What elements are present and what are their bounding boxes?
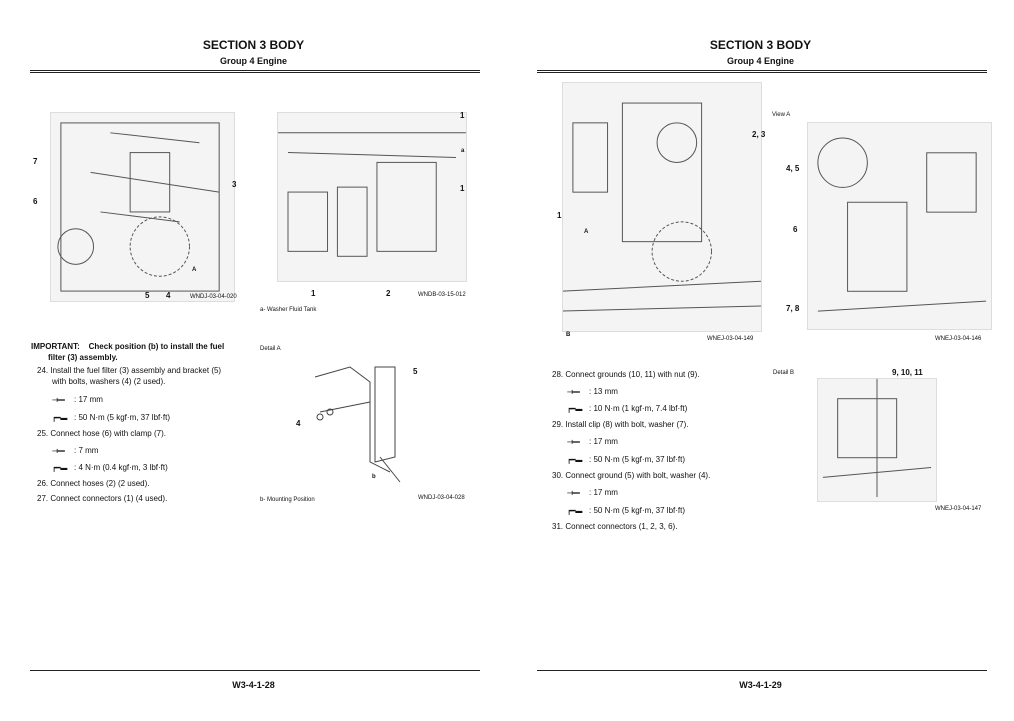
washer-tank-figure <box>277 112 467 282</box>
group-title: Group 4 Engine <box>219 56 287 66</box>
header-rule <box>30 70 480 73</box>
wrench-spec: ⟞━: 7 mm <box>52 446 99 456</box>
right-page: SECTION 3 BODY Group 4 Engine 2, 3 1 A B… <box>507 0 1014 721</box>
callout: 1 <box>460 184 465 193</box>
footer-rule <box>537 670 987 671</box>
callout: 6 <box>793 225 798 234</box>
wrench-icon: ⟞━ <box>567 439 580 446</box>
figure-code: WNEJ-03-04-146 <box>935 336 982 342</box>
figure-title: View A <box>772 112 791 118</box>
figure-title: Detail B <box>773 370 795 376</box>
figure-code: WNEJ-03-04-147 <box>935 506 982 512</box>
group-title: Group 4 Engine <box>726 56 794 66</box>
engine-figure-grounds <box>562 82 762 332</box>
step-24-cont: with bolts, washers (4) (2 used). <box>52 377 166 386</box>
callout: 2 <box>386 289 391 298</box>
page-number: W3-4-1-28 <box>232 680 275 690</box>
torque-spec: ┍━▬: 10 N·m (1 kgf·m, 7.4 lbf·ft) <box>567 404 688 414</box>
callout: 7 <box>33 157 38 166</box>
step-24: 24. Install the fuel filter (3) assembly… <box>37 366 222 375</box>
wrench-icon: ⟞━ <box>567 490 580 497</box>
callout: a <box>461 148 465 154</box>
callout: 3 <box>232 180 237 189</box>
torque-spec: ┍━▬: 50 N·m (5 kgf·m, 37 lbf·ft) <box>52 413 171 423</box>
wrench-icon: ⟞━ <box>52 448 65 455</box>
page-number: W3-4-1-29 <box>739 680 782 690</box>
step-30: 30. Connect ground (5) with bolt, washer… <box>552 471 711 480</box>
callout: 4, 5 <box>786 164 800 173</box>
callout: B <box>566 332 571 338</box>
callout: A <box>584 229 589 235</box>
figure-code: WNDB-03-15-012 <box>418 292 466 298</box>
figure-legend: b- Mounting Position <box>260 497 315 503</box>
left-page: SECTION 3 BODY Group 4 Engine 7 6 3 A 5 … <box>30 38 480 690</box>
callout: 1 <box>557 211 562 220</box>
figure-code: WNDJ-03-04-020 <box>190 294 237 300</box>
callout: 2, 3 <box>752 130 766 139</box>
callout: 4 <box>296 419 301 428</box>
torque-wrench-icon: ┍━▬ <box>567 508 583 515</box>
engine-figure-fuel-filter <box>50 112 235 302</box>
callout: 9, 10, 11 <box>892 368 923 377</box>
footer-rule <box>30 670 480 671</box>
figure-legend: a- Washer Fluid Tank <box>260 307 317 313</box>
header-rule <box>537 70 987 73</box>
step-29: 29. Install clip (8) with bolt, washer (… <box>552 420 689 429</box>
callout: 6 <box>33 197 38 206</box>
torque-wrench-icon: ┍━▬ <box>52 465 68 472</box>
callout: 4 <box>166 291 171 300</box>
important-note: IMPORTANT: Check position (b) to install… <box>31 342 225 351</box>
step-26: 26. Connect hoses (2) (2 used). <box>37 479 150 488</box>
section-title: SECTION 3 BODY <box>202 38 305 52</box>
detail-b-figure <box>817 378 937 502</box>
callout: b <box>372 474 376 480</box>
callout: 1 <box>460 111 465 120</box>
mounting-detail-figure <box>300 362 420 487</box>
callout: 7, 8 <box>786 304 800 313</box>
wrench-spec: ⟞━: 17 mm <box>52 395 103 405</box>
wrench-spec: ⟞━: 17 mm <box>567 488 618 498</box>
callout: 1 <box>311 289 316 298</box>
step-27: 27. Connect connectors (1) (4 used). <box>37 494 168 503</box>
callout: A <box>192 267 197 273</box>
view-a-figure <box>807 122 992 330</box>
important-note-cont: filter (3) assembly. <box>48 353 118 362</box>
section-title: SECTION 3 BODY <box>709 38 812 52</box>
step-25: 25. Connect hose (6) with clamp (7). <box>37 429 166 438</box>
torque-spec: ┍━▬: 50 N·m (5 kgf·m, 37 lbf·ft) <box>567 506 686 516</box>
wrench-icon: ⟞━ <box>52 397 65 404</box>
figure-code: WNDJ-03-04-028 <box>418 495 465 501</box>
figure-title: Detail A <box>260 346 281 352</box>
torque-wrench-icon: ┍━▬ <box>567 457 583 464</box>
step-28: 28. Connect grounds (10, 11) with nut (9… <box>552 370 700 379</box>
torque-spec: ┍━▬: 4 N·m (0.4 kgf·m, 3 lbf·ft) <box>52 463 168 473</box>
wrench-spec: ⟞━: 13 mm <box>567 387 618 397</box>
figure-code: WNEJ-03-04-149 <box>707 336 754 342</box>
callout: 5 <box>413 367 418 376</box>
wrench-icon: ⟞━ <box>567 389 580 396</box>
torque-spec: ┍━▬: 50 N·m (5 kgf·m, 37 lbf·ft) <box>567 455 686 465</box>
step-31: 31. Connect connectors (1, 2, 3, 6). <box>552 522 678 531</box>
callout: 5 <box>145 291 150 300</box>
wrench-spec: ⟞━: 17 mm <box>567 437 618 447</box>
torque-wrench-icon: ┍━▬ <box>52 415 68 422</box>
torque-wrench-icon: ┍━▬ <box>567 406 583 413</box>
